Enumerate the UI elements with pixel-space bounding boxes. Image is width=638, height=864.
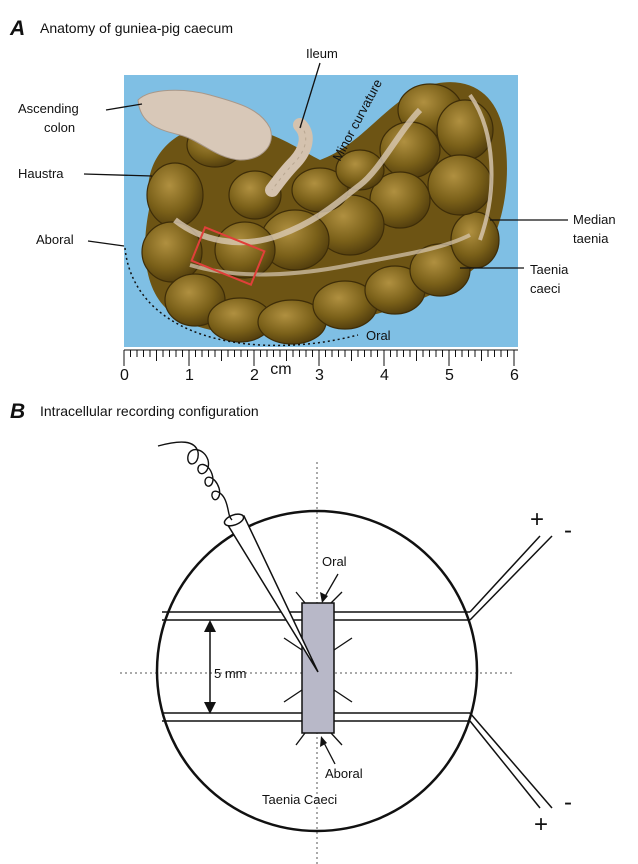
leader-aboral-a — [88, 241, 124, 246]
minus-top: - — [564, 517, 572, 544]
ruler-tick-label: 5 — [445, 367, 454, 384]
ruler-tick-label: 4 — [380, 367, 389, 384]
stimulating-electrode-bottom — [162, 713, 552, 808]
ruler-tick-label: 0 — [120, 367, 129, 384]
label-haustra: Haustra — [18, 166, 64, 181]
ruler-unit: cm — [270, 361, 291, 378]
taenia-strip — [302, 603, 334, 733]
minus-bottom: - — [564, 789, 572, 816]
label-ascending-colon-2: colon — [44, 120, 75, 135]
stimulating-electrode-top — [162, 536, 552, 620]
panel-b: B Intracellular recording configuration … — [10, 400, 572, 864]
label-distance: 5 mm — [214, 666, 247, 681]
ruler-tick-label: 1 — [185, 367, 194, 384]
label-taenia-caeci-1: Taenia — [530, 262, 569, 277]
label-ileum: Ileum — [306, 46, 338, 61]
label-taenia-caeci-2: caeci — [530, 281, 560, 296]
ruler-tick-label: 2 — [250, 367, 259, 384]
ruler: 0 1 2 3 4 5 6 cm — [120, 350, 519, 384]
label-ascending-colon-1: Ascending — [18, 101, 79, 116]
ruler-tick-label: 6 — [510, 367, 519, 384]
panel-a-title: Anatomy of guniea-pig caecum — [40, 20, 233, 36]
panel-a: A Anatomy of guniea-pig caecum — [9, 17, 616, 384]
label-oral-b: Oral — [322, 554, 347, 569]
panel-b-title: Intracellular recording configuration — [40, 403, 259, 419]
label-oral-a: Oral — [366, 328, 391, 343]
panel-b-letter: B — [10, 400, 25, 423]
label-median-taenia-1: Median — [573, 212, 616, 227]
label-taenia-caeci-b: Taenia Caeci — [262, 792, 337, 807]
electrode-wire — [158, 442, 232, 520]
ruler-tick-label: 3 — [315, 367, 324, 384]
panel-a-letter: A — [9, 17, 25, 40]
plus-top: + — [530, 506, 544, 533]
label-median-taenia-2: taenia — [573, 231, 609, 246]
label-aboral-b: Aboral — [325, 766, 363, 781]
microelectrode — [223, 512, 318, 672]
label-aboral-a: Aboral — [36, 232, 74, 247]
plus-bottom: + — [534, 811, 548, 838]
